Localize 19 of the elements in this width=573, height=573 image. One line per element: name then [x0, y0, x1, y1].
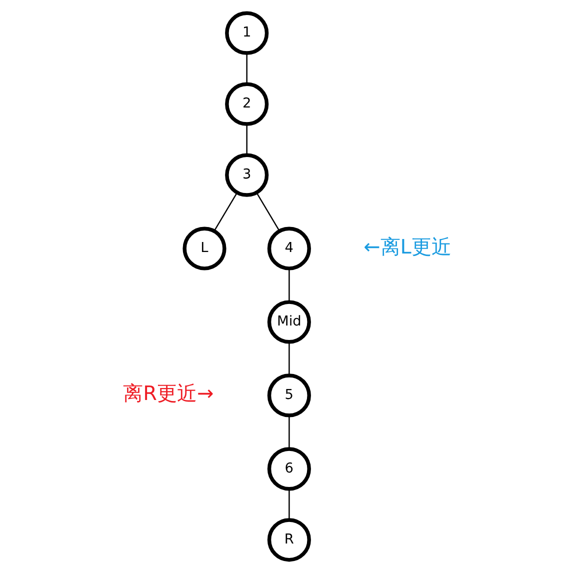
node-circle: 1	[224, 11, 268, 55]
node-circle: 4	[266, 226, 310, 270]
connector	[288, 488, 290, 520]
connector	[288, 268, 290, 302]
connector	[213, 192, 238, 232]
node-circle: 2	[224, 82, 268, 126]
label: ←离L更近	[363, 235, 451, 258]
connector	[256, 192, 280, 232]
label: 离R更近→	[122, 382, 214, 406]
node-circle: R	[266, 518, 310, 562]
node-circle: 5	[266, 374, 310, 418]
node-circle: Mid	[266, 300, 310, 344]
node-circle: L	[182, 226, 226, 270]
node-circle: 6	[266, 447, 310, 491]
connector	[288, 416, 290, 449]
connector	[288, 342, 290, 376]
connector	[246, 53, 247, 84]
node-circle: 3	[224, 153, 268, 197]
connector	[246, 124, 247, 156]
